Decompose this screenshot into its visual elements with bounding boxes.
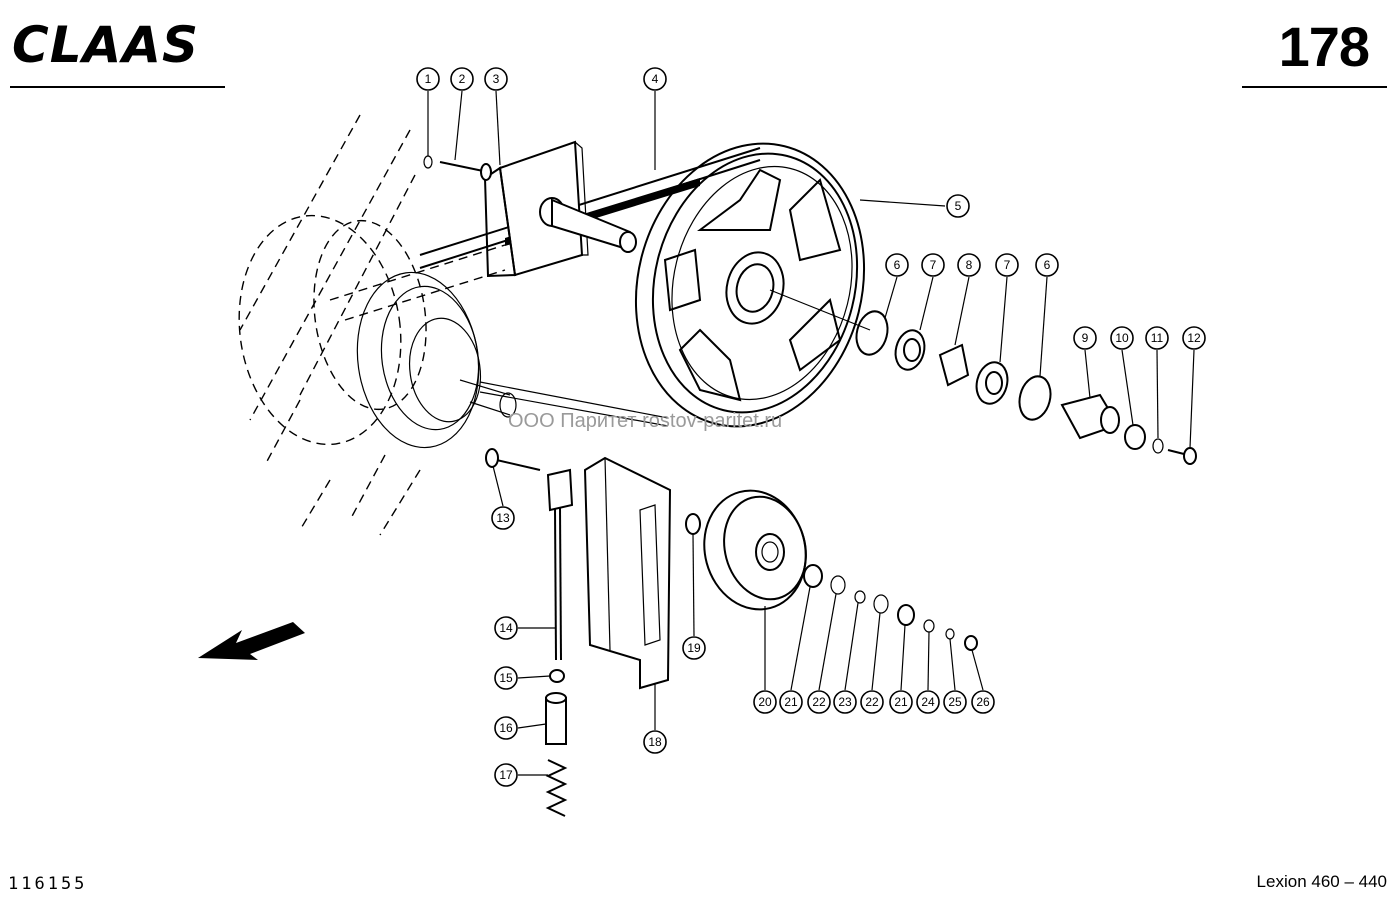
small-pulley-20 bbox=[703, 489, 978, 651]
callout-20: 20 bbox=[753, 690, 777, 714]
svg-text:7: 7 bbox=[930, 258, 937, 272]
claas-logo: CLAAS bbox=[10, 16, 232, 74]
svg-text:5: 5 bbox=[955, 199, 962, 213]
callout-21a: 21 bbox=[779, 690, 803, 714]
callout-5: 5 bbox=[946, 194, 970, 218]
svg-text:3: 3 bbox=[493, 72, 500, 86]
callout-18: 18 bbox=[643, 730, 667, 754]
logo-text: CLAAS bbox=[12, 18, 199, 70]
svg-text:10: 10 bbox=[1115, 331, 1129, 345]
callout-9: 9 bbox=[1073, 326, 1097, 350]
drive-pulley bbox=[356, 271, 517, 449]
bracket-3 bbox=[483, 140, 637, 278]
callout-17: 17 bbox=[494, 763, 518, 787]
washer-1 bbox=[423, 155, 433, 169]
callout-19: 19 bbox=[682, 636, 706, 660]
svg-text:14: 14 bbox=[499, 621, 513, 635]
svg-text:1: 1 bbox=[425, 72, 432, 86]
svg-text:21: 21 bbox=[784, 695, 798, 709]
svg-text:26: 26 bbox=[976, 695, 990, 709]
callout-10: 10 bbox=[1110, 326, 1134, 350]
svg-text:9: 9 bbox=[1082, 331, 1089, 345]
callout-6b: 6 bbox=[1035, 253, 1059, 277]
svg-text:13: 13 bbox=[496, 511, 510, 525]
svg-text:6: 6 bbox=[894, 258, 901, 272]
v-belt bbox=[419, 147, 761, 427]
drawing-id: 116155 bbox=[8, 874, 88, 894]
callout-16: 16 bbox=[494, 716, 518, 740]
callout-12: 12 bbox=[1182, 326, 1206, 350]
svg-text:2: 2 bbox=[459, 72, 466, 86]
callout-7b: 7 bbox=[995, 253, 1019, 277]
callout-2: 2 bbox=[450, 67, 474, 91]
svg-text:18: 18 bbox=[648, 735, 662, 749]
svg-text:23: 23 bbox=[838, 695, 852, 709]
page-number: 178 bbox=[1278, 15, 1370, 78]
svg-text:7: 7 bbox=[1004, 258, 1011, 272]
direction-arrow-icon bbox=[198, 622, 305, 660]
svg-text:24: 24 bbox=[921, 695, 935, 709]
svg-text:21: 21 bbox=[894, 695, 908, 709]
callout-21b: 21 bbox=[889, 690, 913, 714]
svg-text:25: 25 bbox=[948, 695, 962, 709]
svg-text:12: 12 bbox=[1187, 331, 1201, 345]
callout-24: 24 bbox=[916, 690, 940, 714]
callout-1: 1 bbox=[416, 67, 440, 91]
svg-text:19: 19 bbox=[687, 641, 701, 655]
svg-text:15: 15 bbox=[499, 671, 513, 685]
callout-7a: 7 bbox=[921, 253, 945, 277]
svg-text:20: 20 bbox=[758, 695, 772, 709]
callout-23: 23 bbox=[833, 690, 857, 714]
idler-pulley-5 bbox=[634, 142, 871, 428]
callout-15: 15 bbox=[494, 666, 518, 690]
svg-text:22: 22 bbox=[812, 695, 826, 709]
callout-14: 14 bbox=[494, 616, 518, 640]
machine-outline bbox=[238, 114, 506, 536]
svg-text:16: 16 bbox=[499, 721, 513, 735]
tension-rod-assembly bbox=[485, 448, 574, 817]
callout-22a: 22 bbox=[807, 690, 831, 714]
page-number-underline bbox=[1242, 86, 1387, 88]
callout-26: 26 bbox=[971, 690, 995, 714]
svg-text:8: 8 bbox=[966, 258, 973, 272]
svg-text:22: 22 bbox=[865, 695, 879, 709]
svg-text:4: 4 bbox=[652, 72, 659, 86]
svg-text:6: 6 bbox=[1044, 258, 1051, 272]
bracket-18 bbox=[583, 456, 701, 690]
svg-text:17: 17 bbox=[499, 768, 513, 782]
svg-text:11: 11 bbox=[1151, 331, 1164, 345]
callout-4: 4 bbox=[643, 67, 667, 91]
bearing-stack bbox=[855, 310, 1197, 465]
callout-13: 13 bbox=[491, 506, 515, 530]
logo-underline bbox=[10, 86, 225, 88]
watermark-text: ООО Паритет rostov-paritet.ru bbox=[508, 410, 783, 432]
callout-25: 25 bbox=[943, 690, 967, 714]
model-name: Lexion 460 – 440 bbox=[1256, 872, 1387, 891]
callout-22b: 22 bbox=[860, 690, 884, 714]
callout-6a: 6 bbox=[885, 253, 909, 277]
callout-11: 11 bbox=[1145, 326, 1169, 350]
leader-lines bbox=[427, 90, 1195, 776]
callout-3: 3 bbox=[484, 67, 508, 91]
callout-8: 8 bbox=[957, 253, 981, 277]
bolt-2 bbox=[439, 161, 492, 181]
